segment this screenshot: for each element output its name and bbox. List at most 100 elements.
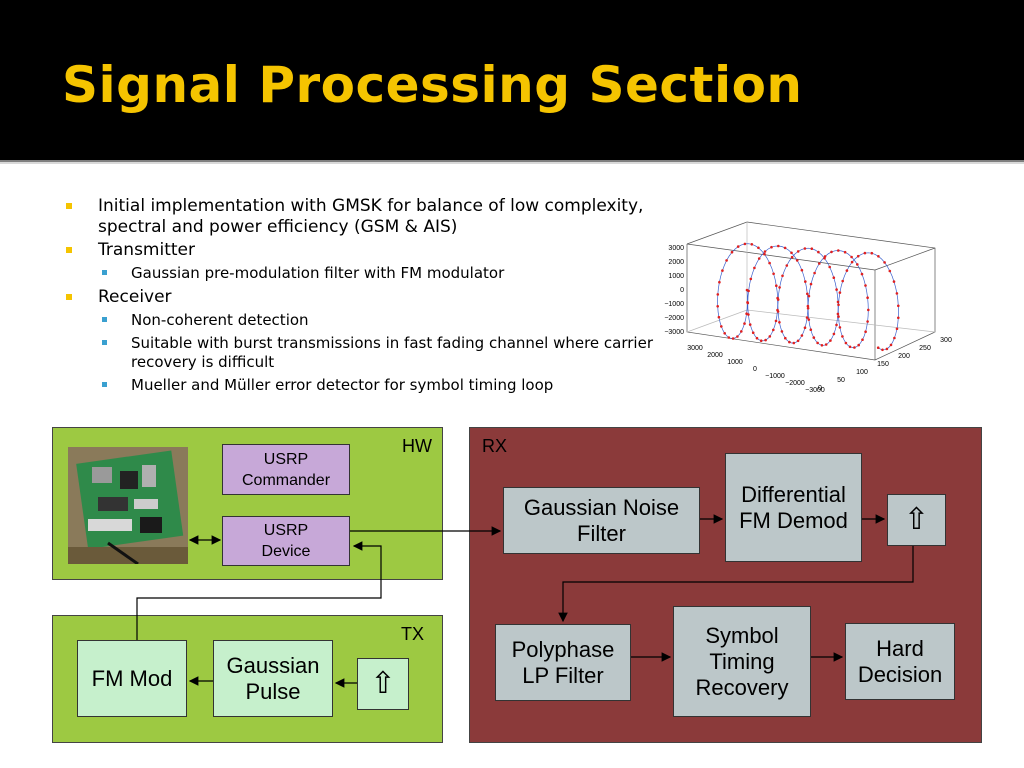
y-tick-label: −1000 xyxy=(765,373,785,380)
sub-bullet-burst: Suitable with burst transmissions in fas… xyxy=(64,334,654,372)
z-tick-label: 3000 xyxy=(668,245,684,252)
spiral-marker xyxy=(759,339,763,342)
spiral-marker xyxy=(850,255,853,259)
spiral-marker xyxy=(775,284,778,287)
spiral-marker xyxy=(818,262,821,265)
spiral-marker xyxy=(832,276,836,279)
spiral-marker xyxy=(841,335,844,338)
y-tick-label: −3000 xyxy=(805,387,825,394)
sub-bullet-gaussian-filter: Gaussian pre-modulation filter with FM m… xyxy=(64,264,654,283)
spiral-marker xyxy=(895,327,899,331)
spiral-marker xyxy=(837,249,840,252)
spiral-marker xyxy=(853,346,856,349)
y-tick-label: 0 xyxy=(753,366,757,373)
spiral-marker xyxy=(757,246,760,250)
x-tick-label: 250 xyxy=(919,345,931,352)
spiral-marker xyxy=(776,298,780,301)
rx-upsample-block: ⇧ xyxy=(887,494,946,546)
spiral-marker xyxy=(772,328,775,332)
x-tick-label: 200 xyxy=(898,353,910,360)
sub-bullet-noncoherent: Non-coherent detection xyxy=(64,311,654,330)
spiral-marker xyxy=(836,300,840,304)
spiral-marker xyxy=(806,304,810,308)
y-tick-label: 1000 xyxy=(727,359,743,366)
spiral-marker xyxy=(764,338,767,342)
spiral-marker xyxy=(856,263,859,266)
spiral-marker xyxy=(893,336,896,340)
spiral-marker xyxy=(781,274,784,278)
spiral-marker xyxy=(805,316,809,319)
title-divider-light xyxy=(0,162,1024,164)
spiral-marker xyxy=(837,303,840,307)
spiral-marker xyxy=(816,341,819,345)
spiral-marker xyxy=(836,312,840,316)
spiral-marker xyxy=(897,316,900,320)
spiral-marker xyxy=(772,272,775,276)
plot-box xyxy=(686,221,936,361)
gaussian-pulse-block: Gaussian Pulse xyxy=(213,640,333,717)
spiral-marker xyxy=(883,261,886,264)
spiral-marker xyxy=(770,245,773,249)
sub-bullet-mueller: Mueller and Müller error detector for sy… xyxy=(64,376,654,395)
spiral-marker xyxy=(723,332,726,335)
spiral-marker xyxy=(843,250,847,254)
polyphase-lp-filter-block: Polyphase LP Filter xyxy=(495,624,631,701)
spiral-marker xyxy=(857,343,860,347)
spiral-marker xyxy=(740,330,743,333)
spiral-marker xyxy=(806,306,810,310)
spiral-marker xyxy=(792,341,796,345)
spiral-marker xyxy=(888,269,892,273)
spiral-marker xyxy=(848,345,852,349)
x-tick-label: 150 xyxy=(877,361,889,368)
spiral-marker xyxy=(725,259,728,262)
gaussian-noise-filter-block: Gaussian Noise Filter xyxy=(503,487,700,554)
spiral-marker xyxy=(807,318,811,321)
upsample-arrow-icon: ⇧ xyxy=(903,503,930,536)
x-tick-label: 300 xyxy=(940,337,952,344)
spiral-marker xyxy=(845,269,849,272)
spiral-marker xyxy=(837,315,840,318)
usrp-board-photo xyxy=(68,447,188,564)
spiral-marker xyxy=(755,336,759,340)
spiral-marker xyxy=(804,280,807,283)
spiral-marker xyxy=(809,328,813,331)
spiral-marker xyxy=(892,280,896,283)
spiral-marker xyxy=(796,250,800,253)
upsample-arrow-icon: ⇧ xyxy=(370,667,396,700)
spiral-marker xyxy=(800,334,804,337)
spiral-marker xyxy=(856,254,860,258)
z-tick-label: −2000 xyxy=(664,315,684,322)
bullet-transmitter: Transmitter xyxy=(64,240,654,261)
spiral-marker xyxy=(803,326,807,329)
spiral-marker xyxy=(743,242,747,246)
spiral-marker xyxy=(748,323,752,326)
spiral-marker xyxy=(736,245,740,248)
spiral-marker xyxy=(895,292,899,295)
plot-traces xyxy=(716,242,900,352)
spiral-marker xyxy=(778,321,781,324)
spiral-marker xyxy=(864,330,867,333)
spiral-marker xyxy=(870,251,874,255)
spiral-marker xyxy=(747,289,750,293)
spiral-marker xyxy=(889,343,893,347)
spiral-marker xyxy=(727,336,731,339)
spiral-marker xyxy=(866,320,869,323)
spiral-marker xyxy=(861,338,864,341)
spiral-marker xyxy=(866,296,869,299)
spiral-marker xyxy=(830,250,833,254)
spiral-marker xyxy=(736,335,739,338)
spiral-marker xyxy=(881,348,884,352)
spiral-marker xyxy=(828,265,831,269)
spiral-marker xyxy=(749,277,753,281)
spiral-marker xyxy=(751,331,755,334)
bullet-gmsk: Initial implementation with GMSK for bal… xyxy=(64,196,654,238)
spiral-marker xyxy=(763,252,766,256)
differential-fm-demod-block: Differential FM Demod xyxy=(725,453,862,562)
spiral-marker xyxy=(796,339,800,343)
spiral-marker xyxy=(716,293,720,296)
spiral-marker xyxy=(810,247,814,250)
spiral-marker xyxy=(783,246,787,250)
spiral-marker xyxy=(812,336,816,339)
